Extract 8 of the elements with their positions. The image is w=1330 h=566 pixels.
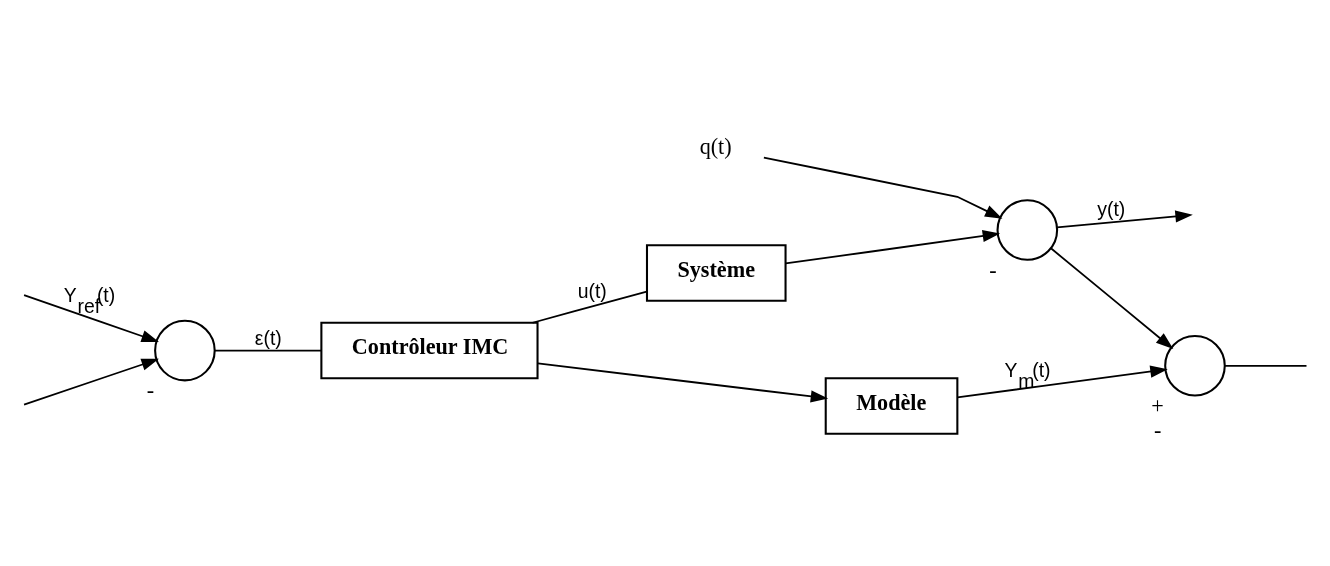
- node-label: -: [1154, 418, 1162, 444]
- edge-label: ε(t): [254, 327, 282, 350]
- node-label: -: [146, 378, 155, 404]
- node-text: q(t): [699, 133, 732, 159]
- edge-label: u(t): [577, 280, 607, 303]
- node-label: +: [1151, 393, 1164, 419]
- edge-label: y(t): [1097, 198, 1126, 221]
- node-label: -: [989, 257, 997, 283]
